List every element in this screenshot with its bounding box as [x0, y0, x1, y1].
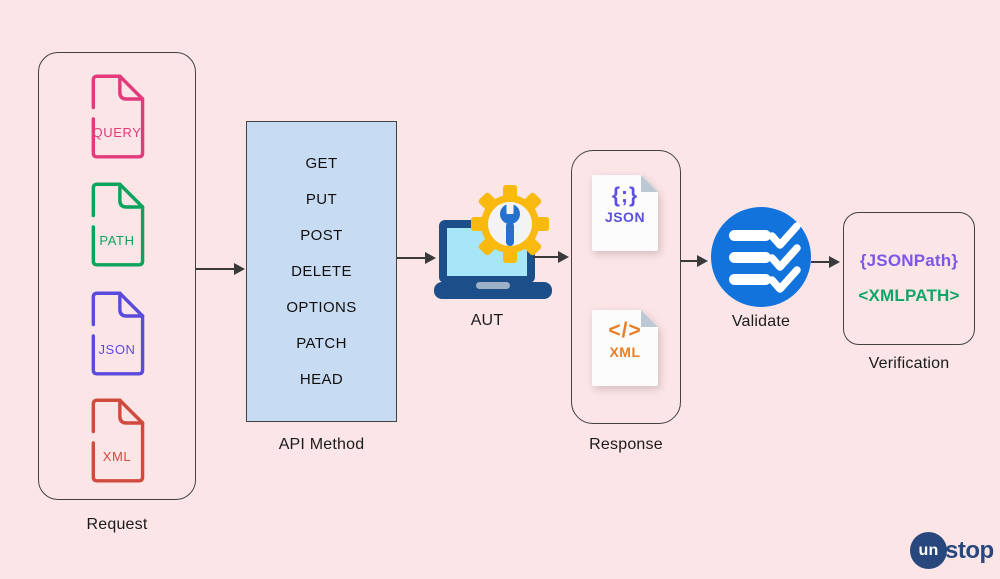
aut-laptop-gear-icon	[434, 185, 552, 299]
api-method-get: GET	[305, 155, 338, 172]
validate-checklist-icon	[711, 207, 811, 307]
arrow-request-to-apimethod	[196, 263, 245, 275]
request-file-xml: XML	[81, 394, 153, 488]
file-xml-icon	[91, 398, 145, 483]
request-label: Request	[86, 516, 148, 533]
json-braces-icon: {;}	[611, 184, 639, 207]
arrow-aut-to-response	[533, 251, 569, 263]
file-json-label: JSON	[98, 342, 136, 357]
arrow-response-to-validate	[681, 255, 708, 267]
response-label: Response	[589, 436, 663, 453]
api-method-put: PUT	[305, 191, 338, 208]
verification-xmlpath: <XMLPATH>	[858, 286, 960, 305]
verification-label: Verification	[868, 355, 950, 372]
arrow-apimethod-to-aut	[397, 252, 436, 264]
request-group-box	[38, 52, 196, 500]
file-xml-label: XML	[102, 449, 132, 464]
api-method-box: GET PUT POST DELETE OPTIONS PATCH HEAD	[246, 121, 397, 422]
request-file-path: PATH	[81, 178, 153, 272]
file-outline	[91, 182, 145, 267]
api-method-delete: DELETE	[291, 263, 352, 280]
file-outline	[91, 291, 145, 376]
unstop-logo-circle: un	[910, 532, 947, 569]
laptop-base	[434, 282, 552, 299]
validate-icon-group	[709, 205, 813, 309]
verification-group-box: {JSONPath} <XMLPATH>	[843, 212, 975, 345]
aut-icon-group	[434, 182, 558, 302]
arrow-validate-to-verification	[811, 256, 840, 268]
api-method-patch: PATCH	[296, 335, 347, 352]
xml-tag-icon: </>	[608, 319, 642, 342]
file-json-icon	[91, 291, 145, 376]
response-json-label: JSON	[604, 209, 646, 225]
api-method-options: OPTIONS	[286, 299, 357, 316]
response-json-file: {;} JSON	[592, 175, 658, 251]
response-xml-file: </> XML	[592, 310, 658, 386]
response-xml-label: XML	[609, 344, 641, 360]
verification-jsonpath: {JSONPath}	[859, 251, 959, 270]
paper-fold-corner	[641, 310, 658, 327]
request-file-query: QUERY	[81, 70, 153, 164]
aut-label: AUT	[470, 312, 504, 329]
unstop-logo-text: stop	[945, 536, 994, 564]
unstop-logo: un stop	[910, 532, 994, 569]
api-method-post: POST	[300, 227, 343, 244]
validate-label: Validate	[731, 313, 791, 330]
paper-fold-corner	[641, 175, 658, 192]
file-path-label: PATH	[99, 233, 135, 248]
response-group-box	[571, 150, 681, 424]
request-file-json: JSON	[81, 287, 153, 381]
file-path-icon	[91, 182, 145, 267]
file-query-label: QUERY	[92, 125, 142, 140]
gear-wrench-icon	[471, 185, 549, 263]
api-method-head: HEAD	[299, 371, 344, 388]
file-outline	[91, 398, 145, 483]
file-outline	[91, 74, 145, 159]
api-method-label: API Method	[278, 436, 365, 453]
laptop-base-notch	[476, 282, 510, 289]
file-query-icon	[91, 74, 145, 159]
